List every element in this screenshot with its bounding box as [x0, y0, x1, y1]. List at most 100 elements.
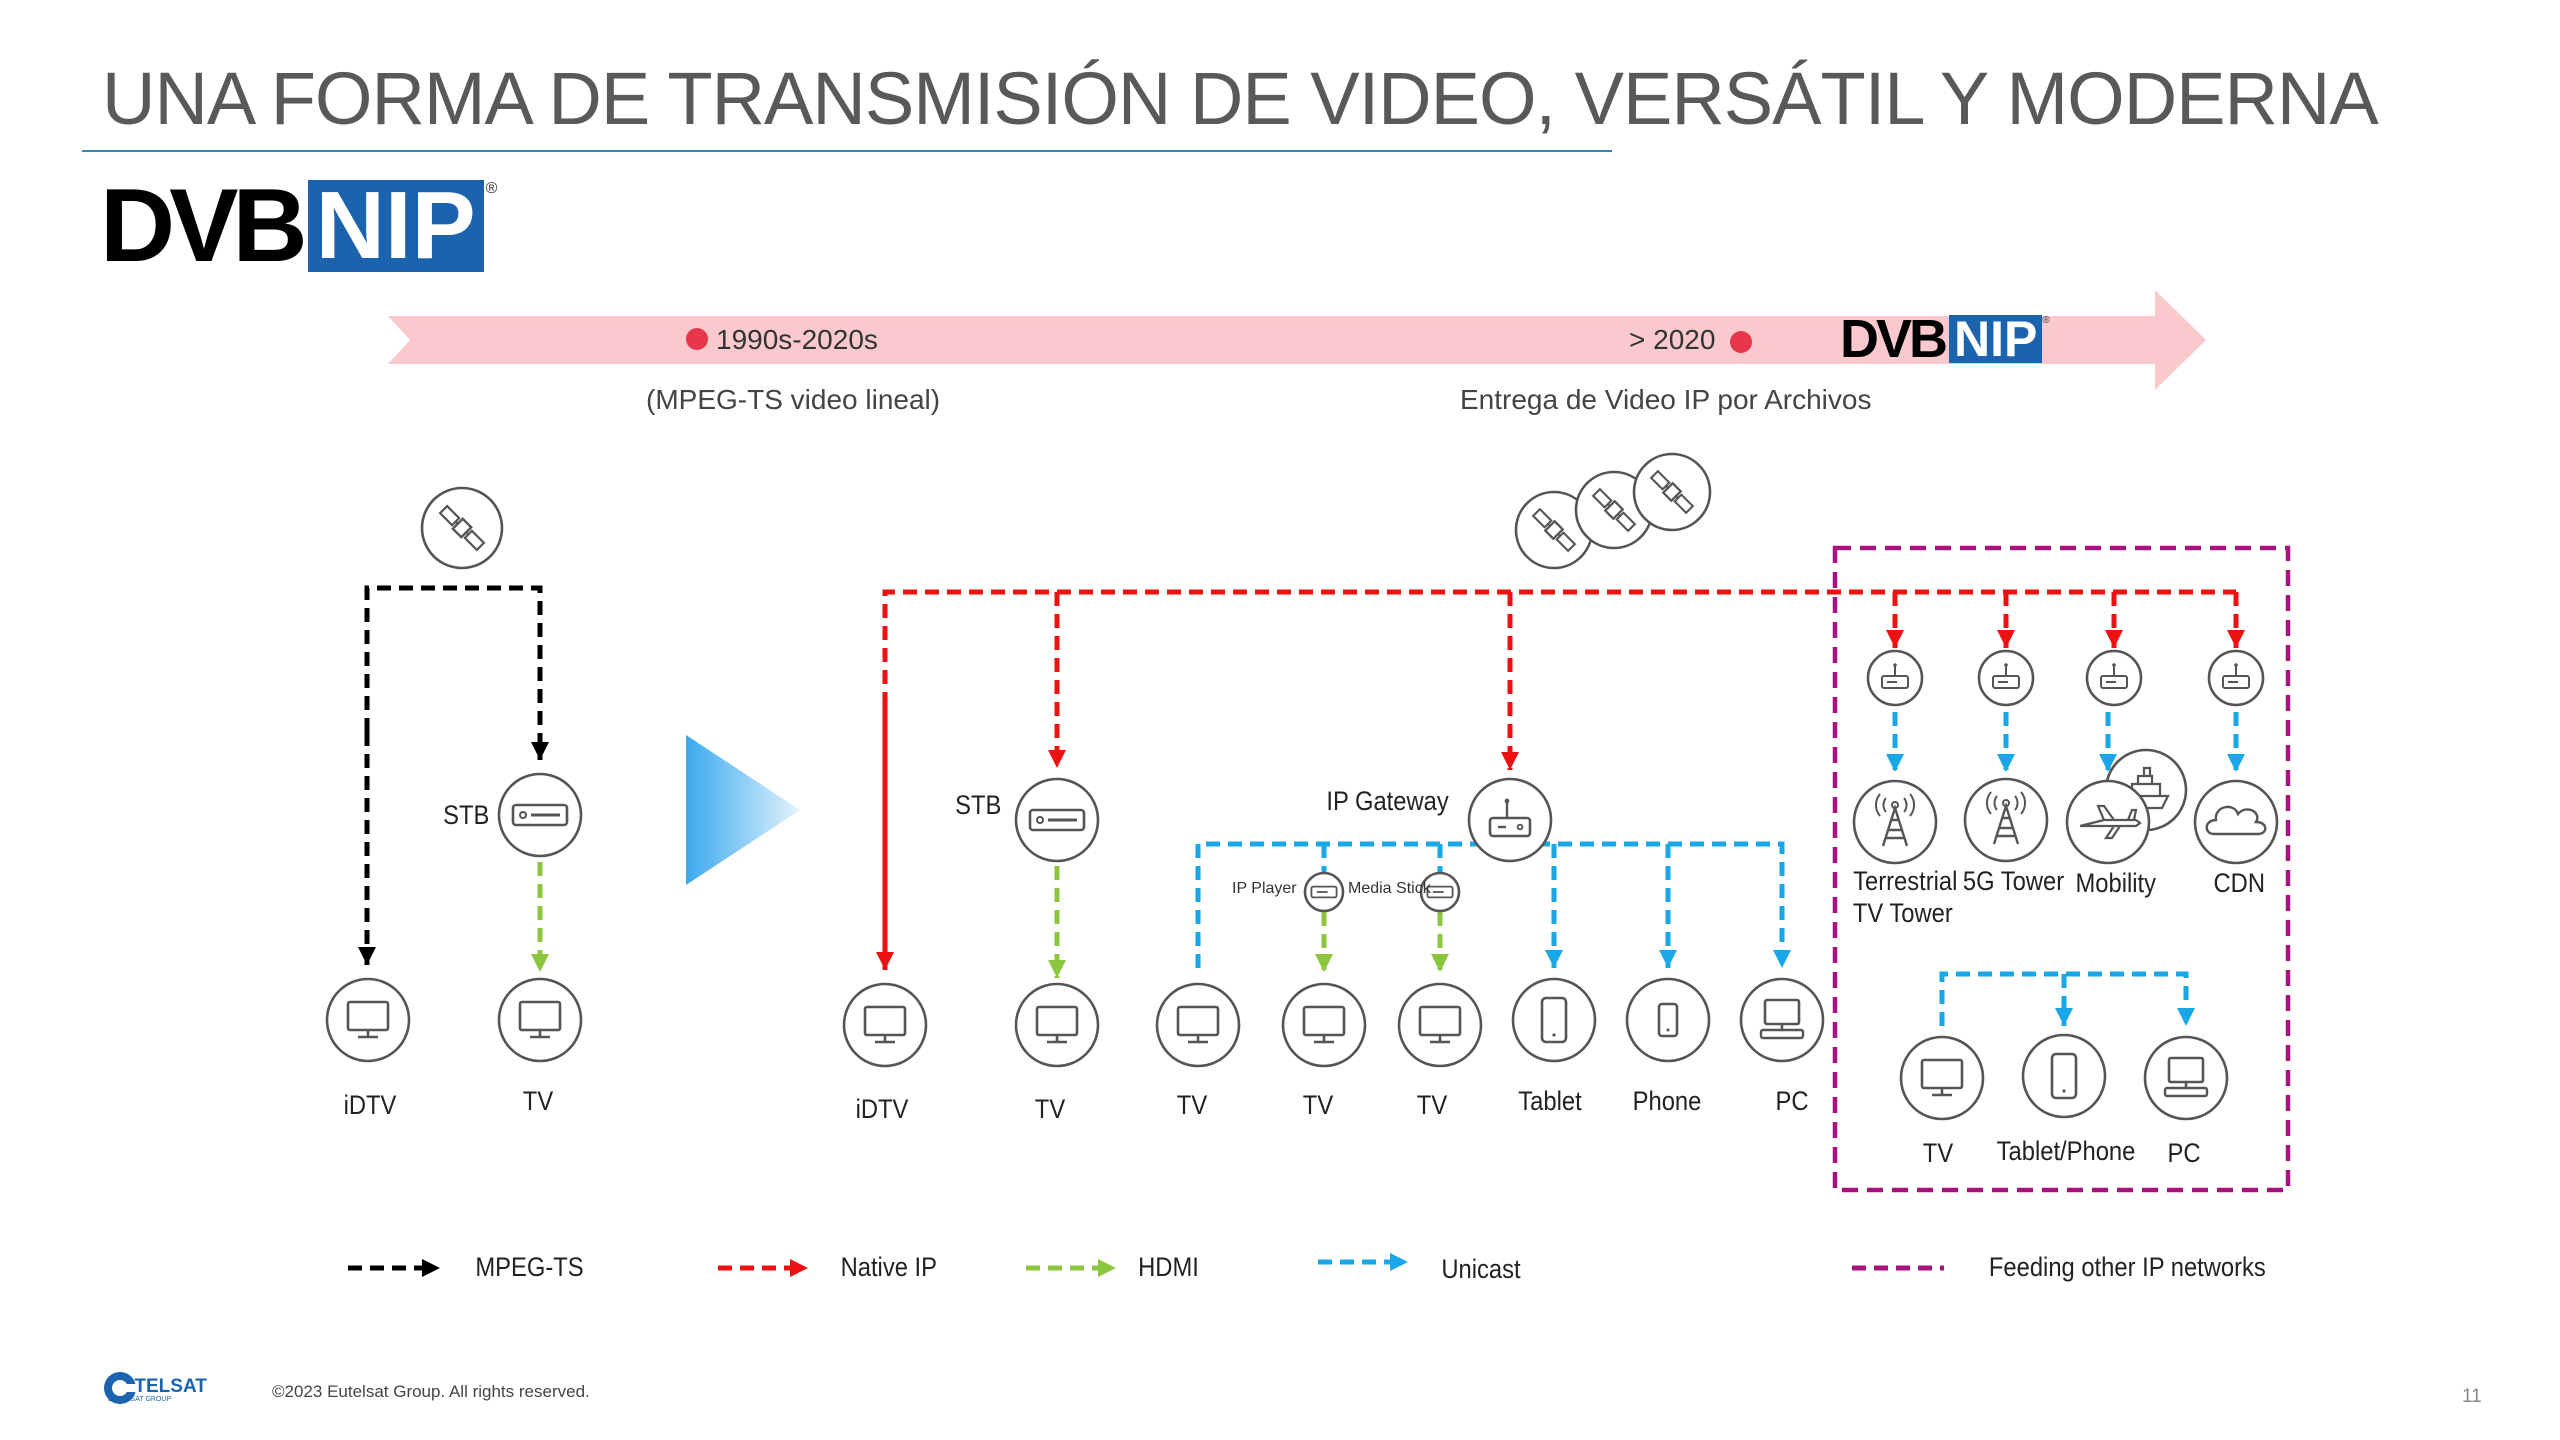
native-ip-line-to-terrestrial-arrowhead — [1886, 630, 1904, 648]
node-tv-gw-2-circle — [1281, 982, 1367, 1068]
label-idtv-mid: iDTV — [855, 1094, 909, 1124]
native-ip-line-to-cdn-arrowhead — [2227, 630, 2245, 648]
label-idtv-left: iDTV — [343, 1090, 397, 1120]
timeline-dvb-nip-logo: DVB NIP ® — [1840, 309, 2050, 369]
unicast-line-to-tablet-arrowhead — [1545, 950, 1563, 968]
label-tv-gw-1: TV — [1176, 1090, 1208, 1120]
node-modem-terrestrial-circle — [1866, 649, 1924, 707]
slide-title: UNA FORMA DE TRANSMISIÓN DE VIDEO, VERSÁ… — [102, 57, 2379, 140]
label-terrestrial-line2: TV Tower — [1852, 898, 1953, 928]
eutelsat-brand-sub: EUTELSAT GROUP — [108, 1396, 172, 1403]
node-phone — [1625, 977, 1711, 1063]
node-pc-right — [2143, 1035, 2229, 1121]
unicast-line-gateway-bus — [1195, 841, 1785, 968]
feeding-networks-box — [1832, 545, 2291, 1193]
label-media-stick: Media Stick — [1348, 880, 1431, 897]
label-stb-mid: STB — [955, 790, 1002, 820]
legend-lines — [348, 1253, 1944, 1277]
mpeg-ts-line-sat-to-stb — [364, 585, 543, 760]
node-tv-gw-2 — [1281, 982, 1367, 1068]
eutelsat-brand: EUTELSAT EUTELSAT GROUP — [102, 1370, 207, 1410]
satellite-left — [420, 486, 504, 570]
node-tv-left — [497, 977, 583, 1063]
label-mobility: Mobility — [2075, 868, 2157, 898]
legend-arrowhead-0 — [422, 1259, 440, 1277]
node-ip-gateway-circle — [1467, 777, 1553, 863]
node-modem-cdn-circle — [2207, 649, 2265, 707]
label-stb-left: STB — [443, 800, 490, 830]
legend-arrowhead-1 — [790, 1259, 808, 1277]
node-plane-circle — [2065, 779, 2151, 865]
node-tv-right — [1899, 1035, 1985, 1121]
node-ip-player — [1303, 871, 1345, 913]
node-modem-mobility-circle — [2085, 649, 2143, 707]
node-idtv-left — [325, 977, 411, 1063]
timeline-logo-registered-mark: ® — [2042, 315, 2050, 326]
node-modem-cdn — [2207, 649, 2265, 707]
label-ip-gateway: IP Gateway — [1326, 786, 1449, 816]
node-modem-terrestrial — [1866, 649, 1924, 707]
device-nodes — [325, 452, 2279, 1121]
eutelsat-logo-icon — [104, 1372, 136, 1404]
node-cdn-circle — [2193, 779, 2279, 865]
node-tv-stb-mid-circle — [1014, 982, 1100, 1068]
era1-label: 1990s-2020s — [716, 324, 878, 355]
node-phone-circle — [1625, 977, 1711, 1063]
era1-description: (MPEG-TS video lineal) — [646, 384, 941, 415]
unicast-line-to-tablet-phone-arrowhead — [2055, 1008, 2073, 1026]
page-number: 11 — [2462, 1386, 2482, 1407]
native-ip-line-to-stb-arrowhead — [1048, 750, 1066, 768]
timeline-logo-dvb-text: DVB — [1840, 309, 1948, 369]
unicast-line-lower-bus-arrowhead — [2177, 1008, 2195, 1026]
transition-arrow — [686, 735, 800, 885]
satellite-cluster-3 — [1632, 452, 1712, 532]
hdmi-line-stb-to-tv-left-arrowhead — [531, 954, 549, 972]
legend-label-native-ip: Native IP — [840, 1252, 937, 1282]
label-pc-right: PC — [2167, 1138, 2201, 1168]
connection-lines — [358, 585, 2245, 1026]
node-5g-tower-circle — [1963, 777, 2049, 863]
label-tv-gw-2: TV — [1302, 1090, 1334, 1120]
native-ip-line-to-gateway-arrowhead — [1501, 752, 1519, 770]
unicast-line-terrestrial-arrowhead — [1886, 754, 1904, 772]
node-cdn — [2193, 779, 2279, 865]
node-stb-mid — [1014, 777, 1100, 863]
legend-arrowhead-3 — [1390, 1253, 1408, 1271]
node-terrestrial-tower-circle — [1852, 779, 1938, 865]
legend-label-mpeg-ts: MPEG-TS — [475, 1252, 584, 1282]
mpeg-ts-line-sat-to-idtv-arrowhead — [358, 947, 376, 965]
node-tv-gw-3 — [1397, 982, 1483, 1068]
unicast-line-mobility-arrowhead — [2099, 754, 2117, 772]
node-idtv-mid-circle — [842, 982, 928, 1068]
copyright-footer: ©2023 Eutelsat Group. All rights reserve… — [272, 1382, 590, 1401]
label-cdn: CDN — [2213, 868, 2265, 898]
native-ip-line-to-5g-arrowhead — [1997, 630, 2015, 648]
label-tv-stb-mid: TV — [1034, 1094, 1066, 1124]
title-underline — [82, 150, 1612, 152]
label-phone: Phone — [1632, 1086, 1702, 1116]
era2-description: Entrega de Video IP por Archivos — [1460, 384, 1872, 415]
node-tv-right-circle — [1899, 1035, 1985, 1121]
hdmi-line-stb-to-tv-mid-arrowhead — [1048, 960, 1066, 978]
satellite-left-circle — [420, 486, 504, 570]
node-ip-gateway — [1467, 777, 1553, 863]
native-ip-trunk — [882, 589, 2236, 970]
logo-registered-mark: ® — [485, 180, 498, 197]
node-modem-5g — [1977, 649, 2035, 707]
node-tv-left-circle — [497, 977, 583, 1063]
node-modem-mobility — [2085, 649, 2143, 707]
hdmi-line-ip-player-to-tv-arrowhead — [1315, 954, 1333, 972]
logo-dvb-text: DVB — [100, 168, 308, 284]
unicast-line-lower-bus — [1939, 971, 2189, 1026]
legend-label-hdmi: HDMI — [1138, 1252, 1199, 1282]
logo-nip-text: NIP — [307, 172, 484, 279]
node-modem-5g-circle — [1977, 649, 2035, 707]
timeline-band — [388, 290, 2206, 390]
label-ip-player: IP Player — [1232, 880, 1297, 897]
node-idtv-mid — [842, 982, 928, 1068]
node-tablet — [1511, 977, 1597, 1063]
node-pc-mid-circle — [1739, 977, 1825, 1063]
label-tablet: Tablet — [1518, 1086, 1582, 1116]
timeline-dot-2020 — [1730, 331, 1752, 353]
